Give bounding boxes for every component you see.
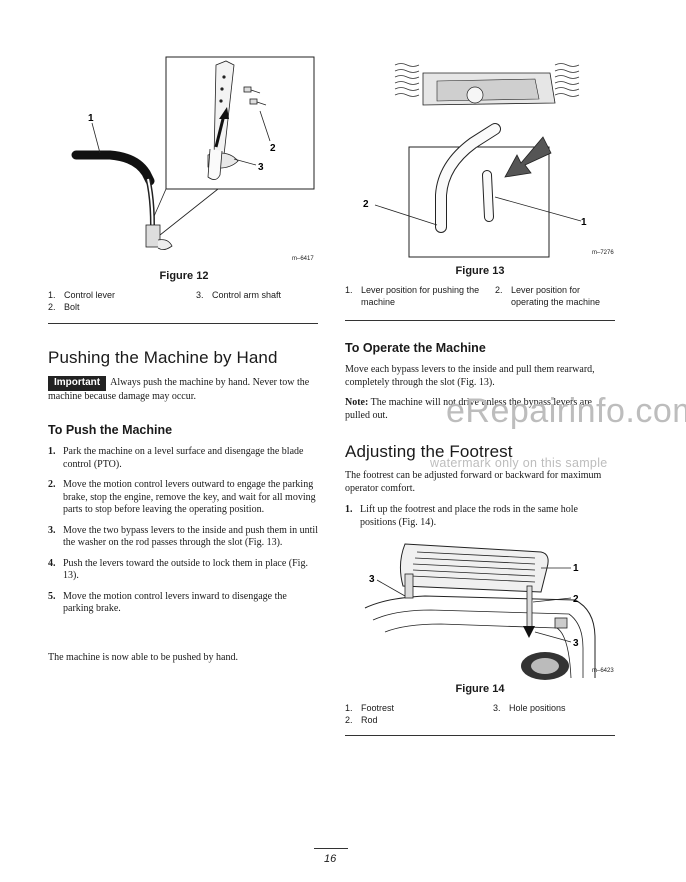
list-item: 1.Park the machine on a level surface an… [48,446,304,470]
push-steps-list: 1.Park the machine on a level surface an… [48,446,318,624]
footrest-text: The footrest can be adjusted forward or … [345,470,602,494]
section-title-pushing: Pushing the Machine by Hand [48,348,278,367]
figure-13-callout: 2.Lever position for operating the machi… [495,285,601,307]
operate-text: Move each bypass levers to the inside an… [345,364,595,388]
section-title-footrest: Adjusting the Footrest [345,442,513,461]
figure-12-label-1: 1 [88,113,94,124]
figure-14-illustration: 3 1 2 3 [364,543,596,680]
push-closing-text: The machine is now able to be pushed by … [48,652,238,663]
figure-13-illustration: 2 1 [363,63,587,258]
figure-12-caption: Figure 12 [159,270,209,282]
figure-13-callout: 1.Lever position for pushing the machine [345,285,480,307]
footrest-steps-list: 1.Lift up the footrest and place the rod… [345,504,613,537]
figure-14-callout: 2.Rod [345,715,378,725]
page-number: 16 [324,853,337,865]
figure-12-illustration: 1 2 3 [71,56,315,250]
figure-14-label-3: 3 [369,574,375,585]
subsection-title-push: To Push the Machine [48,423,173,437]
figure-14-label-1: 1 [573,563,579,574]
list-item: 5.Move the motion control levers inward … [48,590,287,615]
list-item: 3.Move the two bypass levers to the insi… [48,524,318,549]
footer-rule [314,848,348,849]
figure-12-callouts: 1.Control lever 3.Control arm shaft 2.Bo… [48,289,318,313]
figure-13-label-1: 1 [581,217,587,228]
figure-13-label-2: 2 [363,199,369,210]
watermark-note: watermark only on this sample [430,456,608,470]
important-text: Always push the machine by hand. Never t… [48,377,310,402]
figure-14-label-3b: 3 [573,638,579,649]
subsection-title-operate: To Operate the Machine [345,341,486,355]
figure-13-ref: m–7276 [592,250,614,256]
figure-14-divider [345,735,615,736]
figure-14-callout: 1.Footrest [345,703,395,713]
figure-12-callout: 1.Control lever [48,290,116,300]
figure-12-callout: 2.Bolt [48,302,80,312]
figure-13-divider [345,320,615,321]
figure-13-callouts: 1.Lever position for pushing the machine… [345,284,617,308]
list-item: 4.Push the levers toward the outside to … [48,557,308,582]
figure-12-label-2: 2 [270,143,276,154]
important-badge: Important [48,376,107,391]
figure-12-label-3: 3 [258,162,264,173]
figure-14-callout: 3.Hole positions [493,703,566,713]
watermark-brand: eRepairinfo.com [446,392,686,430]
figure-13-caption: Figure 13 [455,265,505,277]
list-item: 1.Lift up the footrest and place the rod… [345,504,578,528]
figure-14-callouts: 1.Footrest 3.Hole positions 2.Rod [345,702,617,726]
figure-14-label-2: 2 [573,594,579,605]
operate-note: Note: The machine will not drive unless … [345,397,592,421]
figure-14-caption: Figure 14 [455,683,505,695]
figure-12-divider [48,323,318,324]
figure-12-callout: 3.Control arm shaft [196,290,282,300]
list-item: 2.Move the motion control levers outward… [48,479,316,515]
figure-14-ref: m–6423 [592,668,614,674]
figure-12-ref: m–6417 [292,256,314,262]
